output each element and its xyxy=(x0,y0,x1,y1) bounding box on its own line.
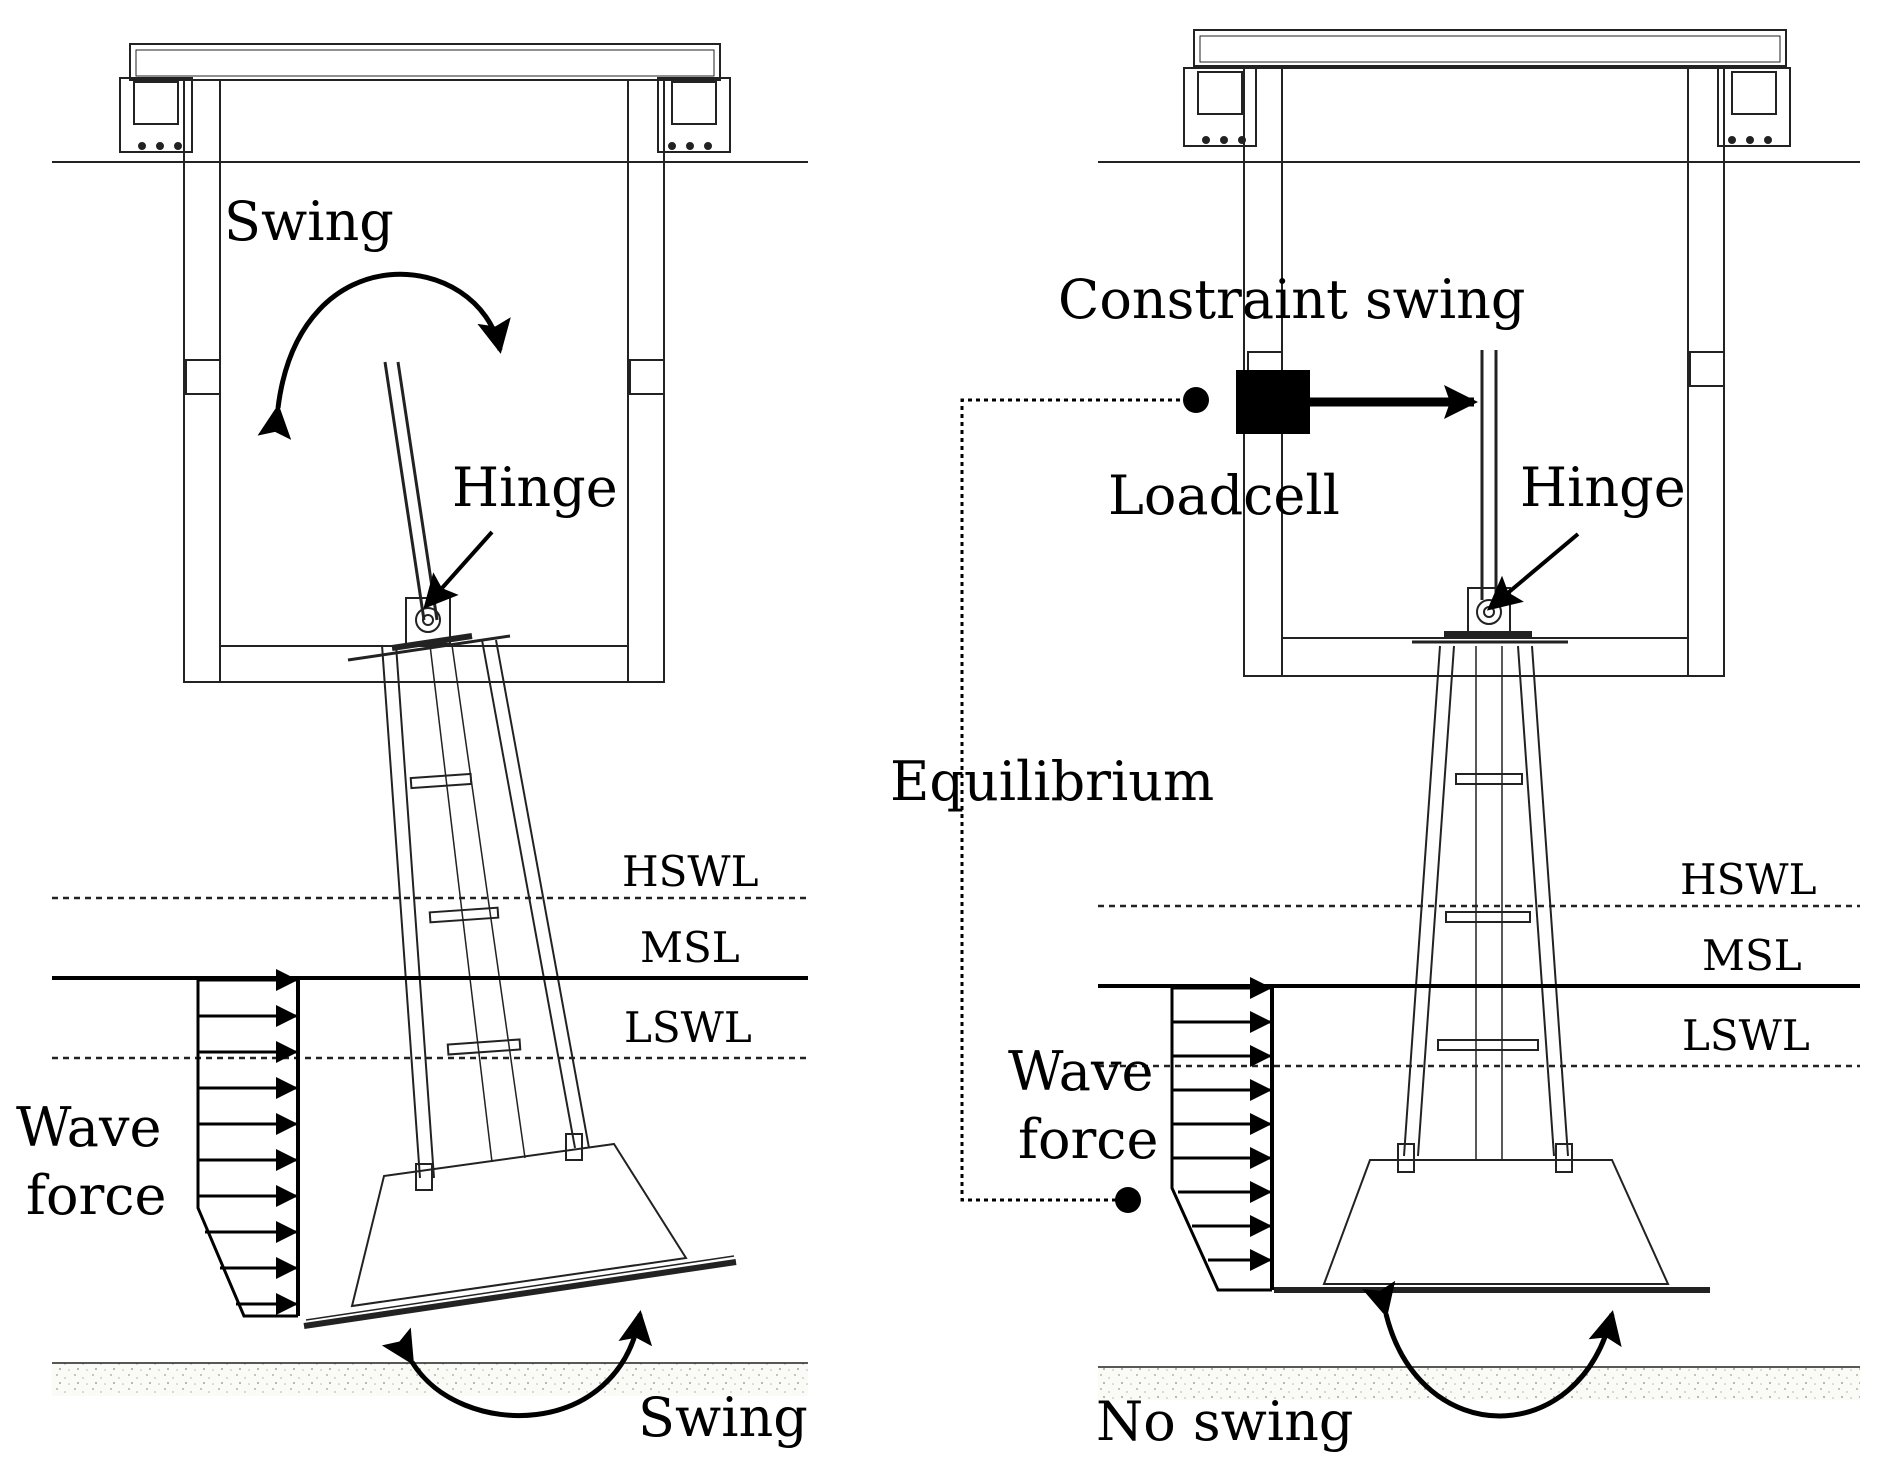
right-wave-force-label-line1: Wave xyxy=(1008,1040,1153,1103)
left-hinge-label: Hinge xyxy=(452,456,618,519)
left-corner-block-right xyxy=(657,77,731,153)
right-loadcell-label: Loadcell xyxy=(1108,464,1340,527)
wave-force-connection-dot xyxy=(1115,1187,1141,1213)
left-base-plate xyxy=(303,1259,737,1329)
left-swing-top-label: Swing xyxy=(224,190,394,253)
right-equilibrium-label: Equilibrium xyxy=(890,750,1214,813)
right-hinge-label: Hinge xyxy=(1520,456,1686,519)
right-no-swing-label: No swing xyxy=(1096,1390,1353,1453)
right-panel xyxy=(1098,29,1860,1400)
left-wave-force-profile xyxy=(196,969,300,1318)
equilibrium-feedback-line xyxy=(960,398,1196,1202)
right-corner-block-right xyxy=(1717,67,1791,147)
left-base xyxy=(350,1142,688,1308)
right-hinge-pointer-arrow xyxy=(1486,532,1580,611)
left-wave-force-label-line2: force xyxy=(26,1164,167,1227)
right-no-swing-arrow xyxy=(1362,1280,1622,1419)
left-lswl-label: LSWL xyxy=(624,1003,752,1052)
left-hinge-pointer-arrow xyxy=(423,530,494,609)
right-top-beam xyxy=(1193,29,1787,67)
left-swing-top-arrow xyxy=(257,271,511,440)
left-support-frame xyxy=(183,79,665,683)
right-constraint-swing-label: Constraint swing xyxy=(1058,268,1526,331)
right-base xyxy=(1322,1159,1670,1285)
left-seabed xyxy=(52,1362,808,1396)
loadcell-block xyxy=(1236,370,1310,434)
right-lswl-label: LSWL xyxy=(1682,1011,1810,1060)
left-msl-label: MSL xyxy=(640,923,740,972)
right-support-frame xyxy=(1243,67,1725,677)
left-swing-bottom-arrow xyxy=(381,1310,653,1419)
right-corner-block-left xyxy=(1183,67,1257,147)
right-wave-force-profile xyxy=(1170,977,1274,1292)
right-hswl-label: HSWL xyxy=(1680,855,1816,904)
right-seabed xyxy=(1098,1366,1860,1400)
left-hswl-label: HSWL xyxy=(622,847,758,896)
left-wave-force-label-line1: Wave xyxy=(16,1096,161,1159)
left-top-beam xyxy=(129,43,721,81)
left-swing-bottom-label: Swing xyxy=(638,1386,808,1449)
right-wave-force-label-line2: force xyxy=(1018,1108,1159,1171)
right-msl-label: MSL xyxy=(1702,931,1802,980)
loadcell-connection-dot xyxy=(1183,387,1209,413)
left-corner-block-left xyxy=(119,77,193,153)
